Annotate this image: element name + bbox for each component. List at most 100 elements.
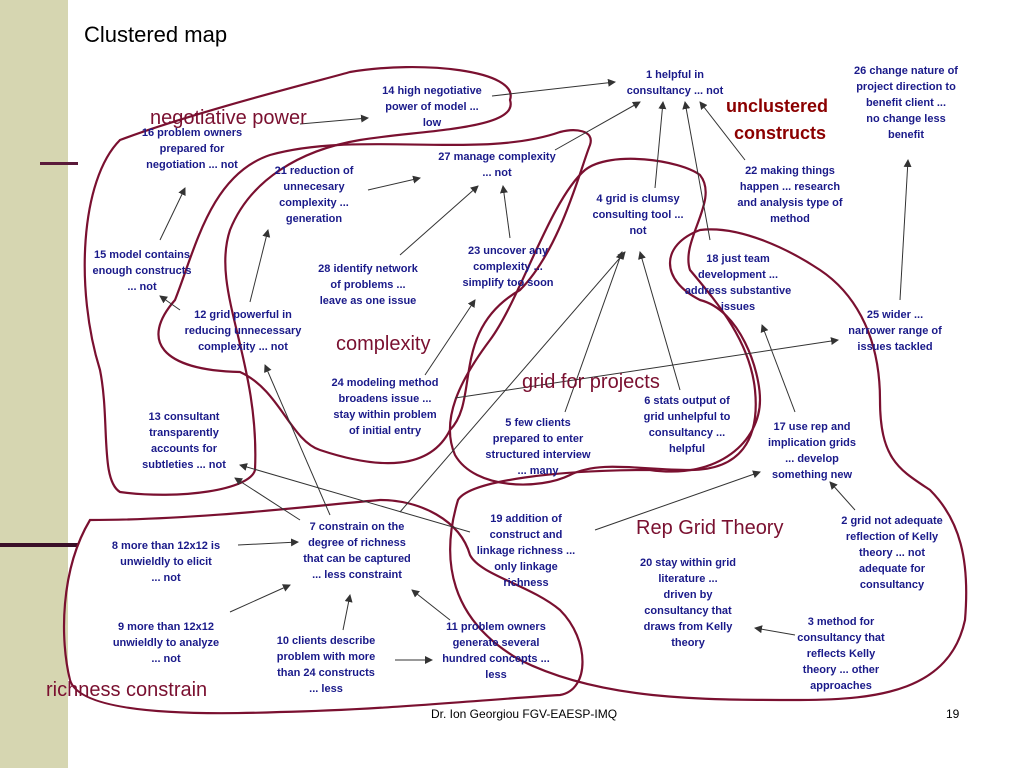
construct-node-line: 1 helpful in: [646, 69, 704, 81]
construct-node-line: complexity ...: [279, 197, 349, 209]
construct-node-line: generation: [286, 213, 343, 225]
construct-node-line: ... less: [309, 683, 343, 695]
construct-node-line: unwieldly to analyze: [113, 637, 219, 649]
construct-node-line: narrower range of: [848, 325, 942, 337]
construct-node-line: approaches: [810, 680, 872, 692]
construct-node-line: something new: [772, 469, 853, 481]
arrow-6-4: [638, 251, 681, 391]
arrow-7-13: [234, 477, 301, 521]
arrow-17-18: [760, 324, 796, 413]
accent-line-bottom: [0, 543, 80, 547]
construct-node-line: adequate for: [859, 563, 926, 575]
construct-node-line: that can be captured: [303, 553, 411, 565]
arrow-22-1: [699, 101, 746, 161]
arrow-7-4: [399, 251, 626, 513]
construct-node-5: 5 few clients prepared to enter structured…: [485, 417, 591, 477]
arrow-19-13: [239, 463, 471, 533]
construct-node-line: method: [770, 213, 810, 225]
arrow-24-25: [454, 337, 839, 399]
accent-line-top: [40, 162, 78, 165]
construct-node-line: 11 problem owners: [446, 621, 546, 633]
construct-node-line: happen ... research: [740, 181, 841, 193]
arrow-12-15: [159, 295, 181, 311]
construct-node-line: 12 grid powerful in: [194, 309, 292, 321]
arrow-19-17: [594, 470, 761, 531]
construct-node-line: consultancy that: [644, 605, 732, 617]
construct-node-line: helpful: [669, 443, 705, 455]
slide-sidebar: [0, 0, 68, 768]
construct-node-line: implication grids: [768, 437, 856, 449]
construct-node-line: 19 addition of: [490, 513, 562, 525]
construct-node-line: benefit: [888, 129, 924, 141]
loop-rep-grid-theory: [449, 228, 968, 702]
construct-node-line: 25 wider ...: [867, 309, 923, 321]
construct-node-line: driven by: [664, 589, 714, 601]
construct-node-17: 17 use rep and implication grids ... devel…: [768, 421, 856, 481]
construct-node-line: transparently: [149, 427, 220, 439]
construct-node-line: complexity ... not: [198, 341, 288, 353]
construct-node-line: benefit client ...: [866, 97, 946, 109]
construct-node-line: subtleties ... not: [142, 459, 226, 471]
construct-node-line: ... develop: [785, 453, 839, 465]
arrow-2-17: [829, 481, 856, 511]
construct-node-line: 6 stats output of: [644, 395, 730, 407]
construct-node-line: 7 constrain on the: [310, 521, 405, 533]
arrow-23-27: [499, 185, 511, 239]
slide-footer: Dr. Ion Georgiou FGV-EAESP-IMQ: [431, 707, 618, 721]
arrow-3-20: [754, 625, 796, 636]
construct-node-line: address substantive: [685, 285, 791, 297]
construct-node-line: 17 use rep and: [773, 421, 850, 433]
construct-node-line: negotiation ... not: [146, 159, 238, 171]
cluster-label-constructs: constructs: [734, 123, 826, 143]
construct-node-line: ... many: [518, 465, 560, 477]
loop-negotiative-power: [83, 65, 512, 496]
construct-node-line: 18 just team: [706, 253, 770, 265]
construct-node-line: consultancy: [860, 579, 925, 591]
construct-node-line: unnecesary: [283, 181, 345, 193]
construct-node-line: linkage richness ...: [477, 545, 575, 557]
construct-node-line: stay within problem: [333, 409, 437, 421]
construct-node-line: 8 more than 12x12 is: [112, 540, 220, 552]
construct-node-line: 20 stay within grid: [640, 557, 736, 569]
arrow-9-7: [229, 584, 291, 613]
construct-node-line: of initial entry: [349, 425, 422, 437]
construct-node-line: 14 high negotiative: [382, 85, 482, 97]
arrow-14-1: [491, 78, 616, 97]
construct-node-line: complexity ...: [473, 261, 543, 273]
construct-node-line: grid unhelpful to: [644, 411, 731, 423]
arrow-10-7: [342, 594, 353, 631]
construct-node-line: accounts for: [151, 443, 218, 455]
construct-node-line: construct and: [490, 529, 563, 541]
construct-node-line: 2 grid not adequate: [841, 515, 942, 527]
construct-node-line: 5 few clients: [505, 417, 570, 429]
construct-node-line: ... not: [482, 167, 512, 179]
page-number: 19: [946, 707, 960, 721]
arrow-4-1: [654, 101, 667, 189]
construct-node-line: reducing unnecessary: [185, 325, 303, 337]
causal-arrows: [159, 78, 912, 664]
cluster-loops: [62, 65, 968, 715]
construct-node-line: 3 method for: [808, 616, 875, 628]
construct-node-line: structured interview: [485, 449, 591, 461]
loop-richness-constrain: [62, 498, 584, 715]
construct-node-line: power of model ...: [385, 101, 479, 113]
construct-node-line: prepared to enter: [493, 433, 584, 445]
construct-node-line: than 24 constructs: [277, 667, 375, 679]
cluster-label-unclustered: unclustered: [726, 96, 828, 116]
arrow-8-7: [237, 538, 299, 547]
map-panel: [78, 60, 981, 706]
cluster-label-grid-for-projects: grid for projects: [522, 371, 660, 393]
